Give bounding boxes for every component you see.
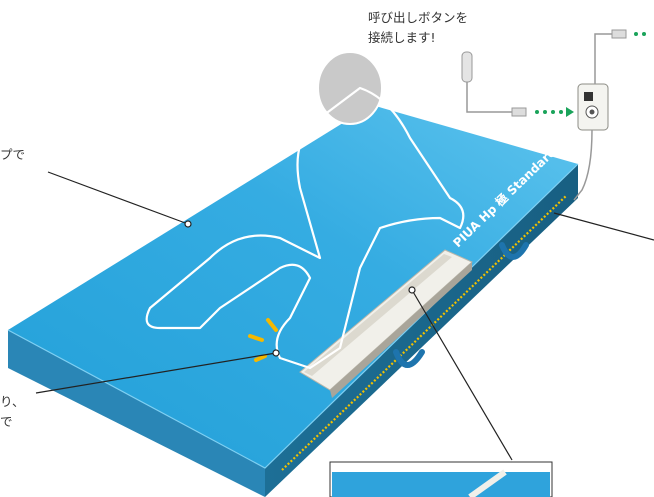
left-bottom-note: り、 で <box>0 392 25 432</box>
call-button-cable <box>462 52 526 116</box>
call-button-wire <box>467 82 512 112</box>
call-button-note-line2: 接続します! <box>368 28 468 48</box>
mattress-top-face <box>8 105 578 468</box>
dotted-arrow <box>535 107 574 117</box>
call-button-note: 呼び出しボタンを 接続します! <box>368 8 468 48</box>
call-button-note-line1: 呼び出しボタンを <box>368 8 468 28</box>
left-bottom-note-line1: り、 <box>0 392 25 412</box>
control-box <box>574 30 646 200</box>
call-button-plug <box>512 108 526 116</box>
mattress <box>8 105 578 497</box>
inset-thumbnail <box>330 462 552 497</box>
control-box-cable-up <box>595 34 612 84</box>
left-bottom-note-line2: で <box>0 412 25 432</box>
left-top-note: プで <box>0 145 25 165</box>
call-button-handset <box>462 52 472 82</box>
